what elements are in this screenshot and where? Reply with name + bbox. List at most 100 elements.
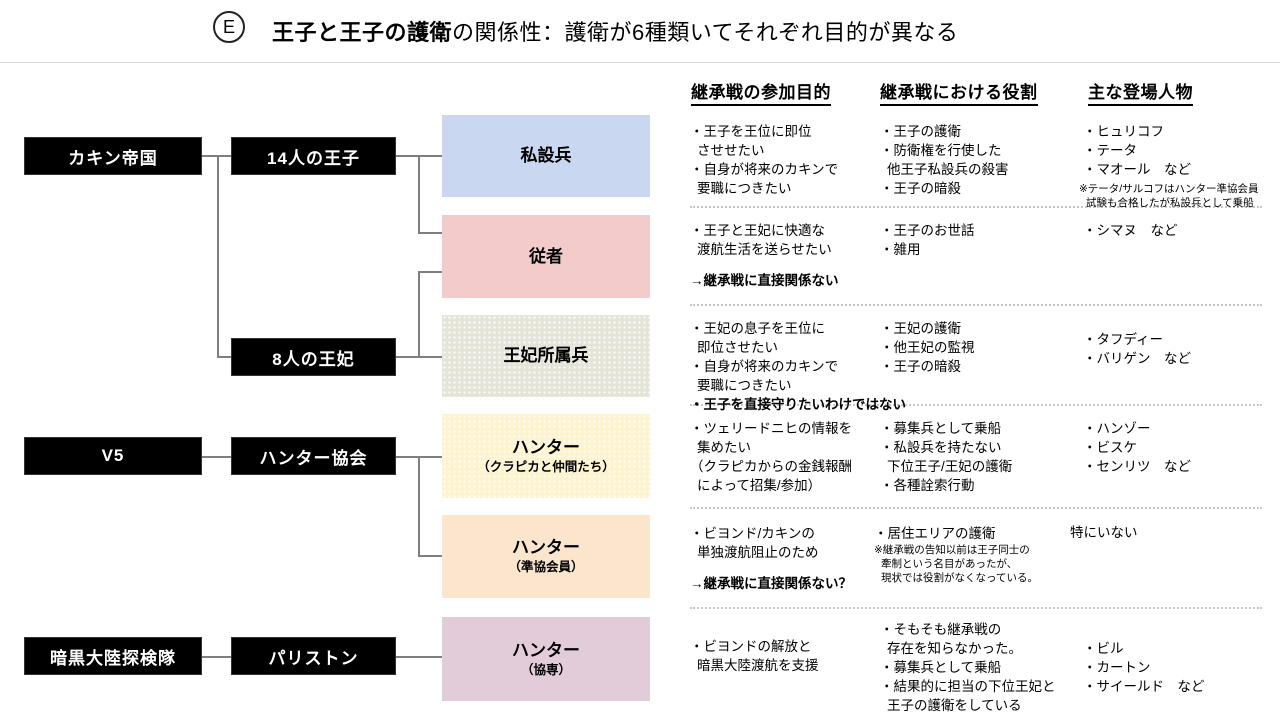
- connector-line: [217, 155, 219, 358]
- guard-box-sublabel: （準協会員）: [508, 560, 584, 574]
- page-title: 王子と王子の護衛の関係性：護衛が6種類いてそれぞれ目的が異なる: [272, 15, 958, 47]
- connector-line: [418, 271, 442, 273]
- section-badge-letter: E: [222, 16, 235, 37]
- guard-box-label: 私設兵: [520, 146, 572, 165]
- cell-hunters-kyosen-people: ・ビル ・カートン ・サイールド など: [1083, 639, 1205, 696]
- text-line: ・ビヨンドの解放と: [690, 639, 812, 654]
- text-line: によって招集/参加）: [697, 478, 822, 493]
- text-line: ・防衛権を行使した: [880, 143, 1002, 158]
- text-line: ・ビヨンド/カキンの: [690, 526, 815, 541]
- text-line-emphasis: →継承戦に直接関係ない: [690, 273, 839, 288]
- org-box-dark-continent-expedition: 暗黒大陸探検隊: [24, 637, 202, 675]
- text-line: ・王子のお世話: [880, 223, 975, 238]
- text-line: ・自身が将来のカキンで: [690, 162, 839, 177]
- text-line: 下位王子/王妃の護衛: [887, 459, 1013, 474]
- cell-queen-soldiers-people: ・タフディー ・バリゲン など: [1083, 330, 1191, 368]
- cell-hunters-kurapika-purpose: ・ツェリードニヒの情報を 集めたい （クラピカからの金銭報酬 によって招集/参加…: [690, 419, 852, 495]
- column-header-role: 継承戦における役割: [880, 78, 1038, 106]
- cell-hunters-kurapika-people: ・ハンゾー ・ビスケ ・センリツ など: [1083, 419, 1191, 476]
- text-line: 現状では役割がなくなっている。: [881, 572, 1038, 584]
- text-line: ・募集兵として乗船: [880, 421, 1002, 436]
- text-line: ・居住エリアの護衛: [874, 526, 996, 541]
- footnote: ※テータ/サルコフはハンター準協会員 試験も合格したが私設兵として乗船: [1079, 182, 1259, 210]
- text-line: ・ヒュリコフ: [1083, 124, 1164, 139]
- text-line: ・マオール など: [1083, 162, 1191, 177]
- cell-servants-people: ・シマヌ など: [1083, 221, 1178, 240]
- text-line: ・センリツ など: [1083, 459, 1191, 474]
- connector-line: [418, 456, 420, 557]
- guard-box-sublabel: （協専）: [520, 662, 571, 677]
- guard-box-label: 王妃所属兵: [503, 346, 589, 365]
- column-header-main-characters: 主な登場人物: [1088, 78, 1193, 106]
- cell-hunters-associate-role: ・居住エリアの護衛 ※継承戦の告知以前は王子同士の 牽制という名目があったが、 …: [874, 524, 1038, 585]
- text-line: ・自身が将来のカキンで: [690, 359, 839, 374]
- text-line: ・ビスケ: [1083, 440, 1137, 455]
- cell-private-soldiers-role: ・王子の護衛 ・防衛権を行使した 他王子私設兵の殺害 ・王子の暗殺: [880, 122, 1009, 198]
- text-line: ・王子と王妃に快適な: [690, 223, 825, 238]
- text-line: ・そもそも継承戦の: [880, 622, 1002, 637]
- guard-box-sublabel: （クラピカと仲間たち）: [477, 459, 615, 474]
- text-line: ・王子の暗殺: [880, 359, 961, 374]
- text-line: 要職につきたい: [697, 181, 792, 196]
- connector-line: [202, 155, 231, 157]
- text-line: ・シマヌ など: [1083, 223, 1178, 238]
- connector-line: [418, 155, 420, 234]
- text-line: ・王子を王位に即位: [690, 124, 812, 139]
- guard-box-hunters-kyosen: ハンター （協専）: [442, 617, 650, 701]
- guard-box-private-soldiers: 私設兵: [442, 115, 650, 197]
- connector-line: [418, 232, 442, 234]
- text-line: 暗黒大陸渡航を支援: [697, 658, 819, 673]
- guard-box-label: ハンター: [512, 538, 580, 557]
- text-line: ・他王妃の監視: [880, 340, 975, 355]
- guard-box-servants: 従者: [442, 215, 650, 298]
- cell-private-soldiers-purpose: ・王子を王位に即位 させせたい ・自身が将来のカキンで 要職につきたい: [690, 122, 838, 198]
- org-box-kakin-empire: カキン帝国: [24, 137, 202, 175]
- text-line: ・タフディー: [1083, 332, 1164, 347]
- text-line: 要職につきたい: [697, 378, 792, 393]
- cell-hunters-kyosen-purpose: ・ビヨンドの解放と 暗黒大陸渡航を支援: [690, 637, 819, 675]
- text-line: 他王子私設兵の殺害: [887, 162, 1009, 177]
- row-separator: [690, 507, 1262, 509]
- text-line: 集めたい: [697, 440, 751, 455]
- cell-private-soldiers-people: ・ヒュリコフ ・テータ ・マオール など ※テータ/サルコフはハンター準協会員 …: [1079, 122, 1259, 210]
- cell-hunters-associate-people: 特にいない: [1070, 523, 1138, 542]
- org-box-pariston: パリストン: [231, 637, 396, 675]
- cell-servants-role: ・王子のお世話 ・雑用: [880, 221, 975, 259]
- cell-hunters-associate-purpose: ・ビヨンド/カキンの 単独渡航阻止のため →継承戦に直接関係ない？: [690, 524, 852, 593]
- connector-line: [396, 656, 442, 658]
- org-box-hunter-association: ハンター協会: [231, 437, 396, 475]
- page-title-bold: 王子と王子の護衛: [272, 20, 453, 45]
- row-separator: [690, 607, 1262, 609]
- guard-box-hunters-kurapika: ハンター （クラピカと仲間たち）: [442, 414, 650, 498]
- text-line: 特にいない: [1070, 525, 1138, 540]
- guard-box-hunters-associate: ハンター （準協会員）: [442, 515, 650, 598]
- connector-line: [202, 656, 231, 658]
- org-box-v5: V5: [24, 437, 202, 475]
- text-line: ・王妃の息子を王位に: [690, 321, 825, 336]
- text-line: （クラピカからの金銭報酬: [690, 459, 852, 474]
- text-line: 渡航生活を送らせたい: [697, 242, 832, 257]
- cell-servants-purpose: ・王子と王妃に快適な 渡航生活を送らせたい →継承戦に直接関係ない: [690, 221, 839, 290]
- cell-queen-soldiers-purpose: ・王妃の息子を王位に 即位させたい ・自身が将来のカキンで 要職につきたい ・王…: [690, 319, 906, 414]
- text-line: ・テータ: [1083, 143, 1137, 158]
- text-line: ・バリゲン など: [1083, 351, 1191, 366]
- text-line: ・雑用: [880, 242, 921, 257]
- text-line: ・各種詮索行動: [880, 478, 975, 493]
- text-line: 王子の護衛をしている: [887, 698, 1022, 713]
- text-line: ・王子の護衛: [880, 124, 961, 139]
- text-line: ・ハンゾー: [1083, 421, 1151, 436]
- text-line: ※テータ/サルコフはハンター準協会員: [1079, 183, 1259, 195]
- column-header-participation-purpose: 継承戦の参加目的: [691, 78, 831, 106]
- row-separator: [690, 404, 1262, 406]
- text-line: ・ビル: [1083, 641, 1124, 656]
- connector-line: [217, 356, 231, 358]
- connector-line: [418, 555, 442, 557]
- text-line-emphasis: →継承戦に直接関係ない？: [690, 576, 852, 591]
- guard-box-queen-soldiers: 王妃所属兵: [442, 315, 650, 397]
- text-line: 単独渡航阻止のため: [697, 545, 819, 560]
- connector-line: [418, 271, 420, 358]
- text-line: ※継承戦の告知以前は王子同士の: [874, 544, 1030, 556]
- cell-hunters-kurapika-role: ・募集兵として乗船 ・私設兵を持たない 下位王子/王妃の護衛 ・各種詮索行動: [880, 419, 1012, 495]
- text-line: ・カートン: [1083, 660, 1151, 675]
